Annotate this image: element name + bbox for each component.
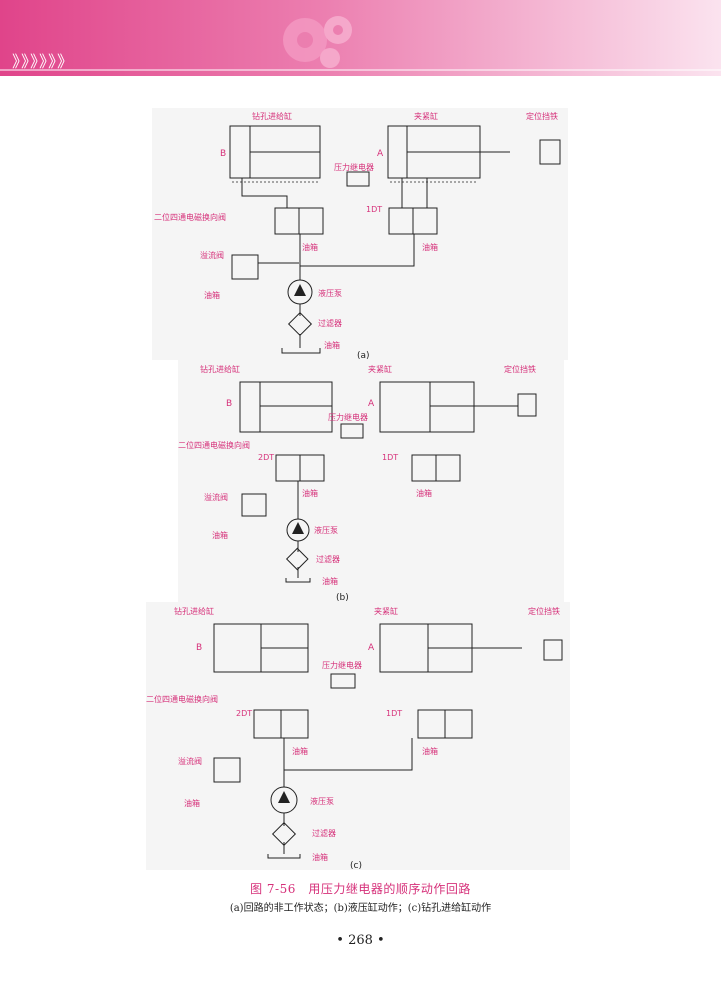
- label-tank-r: 油箱: [416, 488, 432, 498]
- label-stop: 定位挡铁: [528, 606, 560, 616]
- figure-sublabel: (a): [357, 351, 370, 360]
- label-1dt: 1DT: [366, 205, 382, 214]
- label-2dt: 2DT: [236, 709, 252, 718]
- label-valve: 二位四通电磁换向阀: [178, 440, 250, 450]
- label-stop: 定位挡铁: [526, 111, 558, 121]
- label-relay: 压力继电器: [334, 162, 374, 172]
- label-drill-cylinder: 钻孔进给缸: [174, 606, 214, 616]
- label-A: A: [368, 399, 375, 409]
- label-tank-l: 油箱: [302, 488, 318, 498]
- page-header: 》》》》》》: [0, 0, 721, 80]
- label-tank-1: 油箱: [184, 798, 200, 808]
- label-A: A: [377, 149, 384, 159]
- label-valve: 二位四通电磁换向阀: [146, 694, 218, 704]
- label-relay: 压力继电器: [322, 660, 362, 670]
- label-tank-r: 油箱: [422, 746, 438, 756]
- label-relief: 溢流阀: [200, 250, 224, 260]
- label-pump: 液压泵: [318, 288, 342, 298]
- label-filter: 过滤器: [316, 554, 340, 564]
- label-clamp-cylinder: 夹紧缸: [374, 606, 398, 616]
- figure-c: 钻孔进给缸 夹紧缸 定位挡铁 B A 压力继电器 二位四通电磁换向阀 2DT 1…: [146, 602, 570, 870]
- label-tank-l: 油箱: [302, 242, 318, 252]
- label-clamp-cylinder: 夹紧缸: [414, 111, 438, 121]
- figure-caption-subtitle: (a)回路的非工作状态；(b)液压缸动作；(c)钻孔进给缸动作: [229, 903, 492, 914]
- label-pump: 液压泵: [314, 525, 338, 535]
- label-relief: 溢流阀: [204, 492, 228, 502]
- label-tank-bottom: 油箱: [322, 576, 338, 586]
- chevron-icons: 》》》》》》: [12, 52, 75, 71]
- label-stop: 定位挡铁: [504, 364, 536, 374]
- label-filter: 过滤器: [312, 828, 336, 838]
- label-1dt: 1DT: [382, 453, 398, 462]
- diagram-a: 钻孔进给缸 夹紧缸 定位挡铁 B A 压力继电器 二位四通电磁换向阀 1DT 溢…: [154, 111, 561, 360]
- label-tank-1: 油箱: [204, 290, 220, 300]
- label-drill-cylinder: 钻孔进给缸: [252, 111, 292, 121]
- page-number: • 268 •: [336, 933, 385, 948]
- figure-caption-title: 图 7-56 用压力继电器的顺序动作回路: [250, 882, 471, 896]
- label-2dt: 2DT: [258, 453, 274, 462]
- label-B: B: [220, 149, 226, 159]
- label-B: B: [196, 643, 202, 653]
- gear-icon: [283, 16, 352, 68]
- label-tank-bottom: 油箱: [312, 852, 328, 862]
- label-tank-1: 油箱: [212, 530, 228, 540]
- diagram-b: 钻孔进给缸 夹紧缸 定位挡铁 B A 压力继电器 二位四通电磁换向阀 2DT 1…: [178, 364, 537, 602]
- label-filter: 过滤器: [318, 318, 342, 328]
- label-tank-r: 油箱: [422, 242, 438, 252]
- label-relay: 压力继电器: [328, 412, 368, 422]
- diagram-c: 钻孔进给缸 夹紧缸 定位挡铁 B A 压力继电器 二位四通电磁换向阀 2DT 1…: [146, 606, 563, 870]
- label-drill-cylinder: 钻孔进给缸: [200, 364, 240, 374]
- label-1dt: 1DT: [386, 709, 402, 718]
- label-tank-l: 油箱: [292, 746, 308, 756]
- figure-b: 钻孔进给缸 夹紧缸 定位挡铁 B A 压力继电器 二位四通电磁换向阀 2DT 1…: [178, 360, 564, 602]
- label-relief: 溢流阀: [178, 756, 202, 766]
- label-A: A: [368, 643, 375, 653]
- label-valve: 二位四通电磁换向阀: [154, 212, 226, 222]
- figure-sublabel: (c): [350, 861, 362, 870]
- figure-sublabel: (b): [336, 593, 349, 602]
- label-pump: 液压泵: [310, 796, 334, 806]
- header-band: [0, 0, 721, 76]
- label-B: B: [226, 399, 232, 409]
- figure-a: 钻孔进给缸 夹紧缸 定位挡铁 B A 压力继电器 二位四通电磁换向阀 1DT 溢…: [152, 108, 568, 360]
- label-clamp-cylinder: 夹紧缸: [368, 364, 392, 374]
- label-tank-bottom: 油箱: [324, 340, 340, 350]
